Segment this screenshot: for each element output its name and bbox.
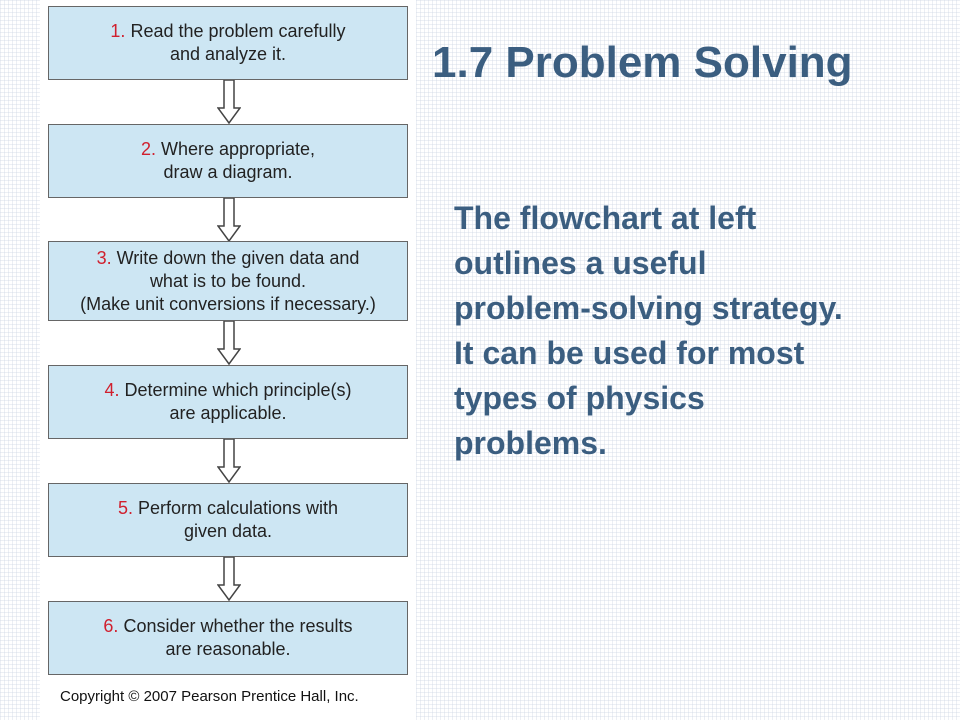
step-line: Consider whether the results [118,616,353,636]
step-number: 4. [104,380,120,400]
step-number: 5. [117,498,133,518]
flowchart-step-2: 2. Where appropriate, draw a diagram. [48,124,408,198]
down-arrow-icon [217,321,241,365]
body-line: outlines a useful [454,245,707,281]
step-number: 2. [140,139,156,159]
step-line: Determine which principle(s) [119,380,352,400]
step-line: are reasonable. [165,639,291,659]
step-number: 3. [96,247,112,268]
step-line: and analyze it. [169,44,287,64]
step-number: 1. [110,21,126,41]
step-line: given data. [183,521,273,541]
flowchart-step-5: 5. Perform calculations with given data. [48,483,408,557]
body-line: The flowchart at left [454,200,757,236]
flowchart-panel: 1. Read the problem carefully and analyz… [40,0,416,720]
step-line: Where appropriate, [155,139,316,159]
step-number: 6. [103,616,119,636]
flowchart-step-3: 3. Write down the given data and what is… [48,241,408,321]
flowchart-step-6: 6. Consider whether the results are reas… [48,601,408,675]
step-line: Perform calculations with [132,498,339,518]
step-line: draw a diagram. [163,162,293,182]
down-arrow-icon [217,198,241,242]
body-line: types of physics [454,380,705,416]
flowchart-step-1: 1. Read the problem carefully and analyz… [48,6,408,80]
step-line: what is to be found. [149,270,307,291]
body-line: problems. [454,425,607,461]
step-line: Write down the given data and [111,247,360,268]
step-line: (Make unit conversions if necessary.) [80,293,376,314]
flowchart-step-4: 4. Determine which principle(s) are appl… [48,365,408,439]
slide-body-text: The flowchart at left outlines a useful … [454,196,924,466]
step-line: are applicable. [169,403,287,423]
slide-title: 1.7 Problem Solving [432,38,853,87]
body-line: It can be used for most [454,335,805,371]
down-arrow-icon [217,439,241,483]
down-arrow-icon [217,557,241,601]
step-line: Read the problem carefully [125,21,346,41]
body-line: problem-solving strategy. [454,290,843,326]
copyright-notice: Copyright © 2007 Pearson Prentice Hall, … [60,688,359,705]
down-arrow-icon [217,80,241,124]
